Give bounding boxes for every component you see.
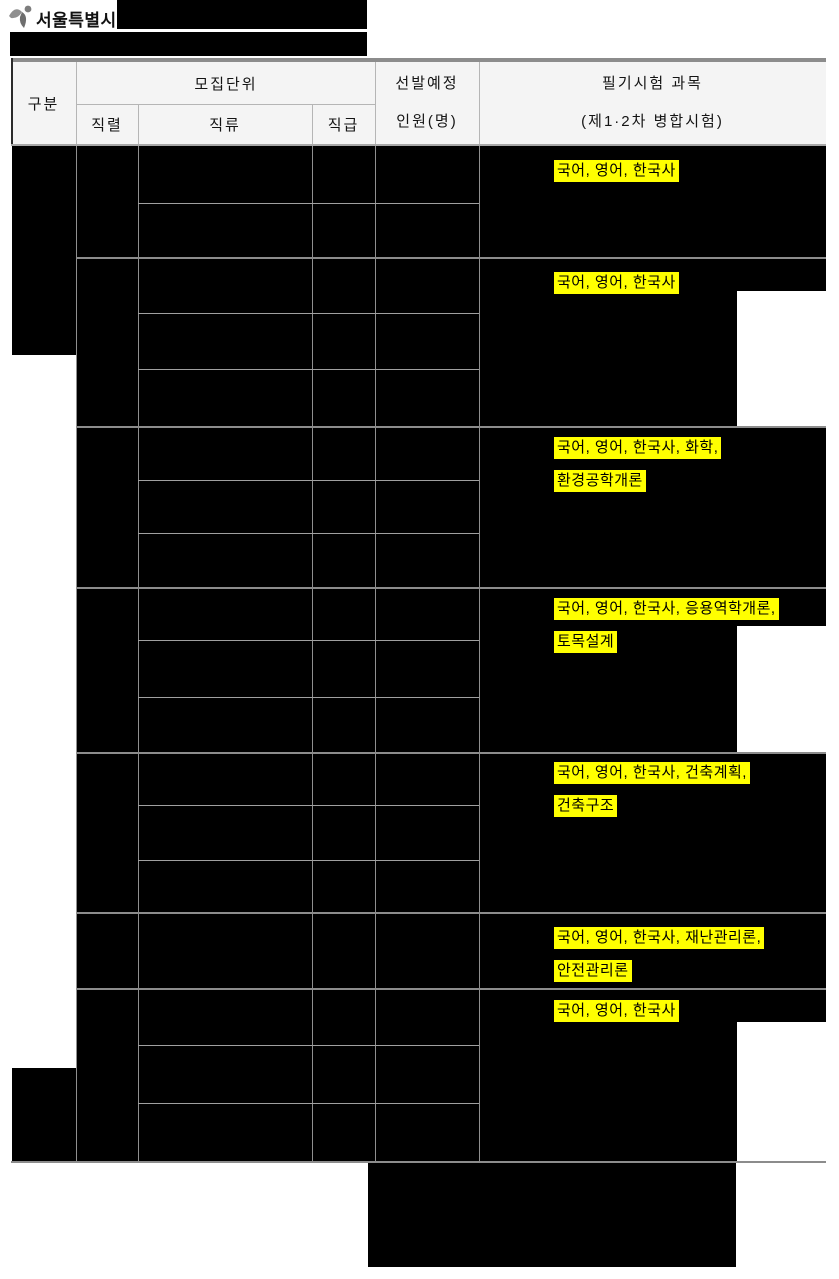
subject-highlight: 환경공학개론 <box>554 470 646 492</box>
header-vline-5 <box>312 105 313 144</box>
redaction-footer-block <box>368 1163 736 1267</box>
header-vline-2 <box>375 62 376 144</box>
header-divider-mojip <box>76 104 376 105</box>
subjects-group2: 국어, 영어, 한국사 <box>554 272 679 294</box>
header-vline-1 <box>76 62 77 144</box>
subject-highlight: 건축구조 <box>554 795 618 817</box>
grid-row-line <box>138 697 479 698</box>
subjects-group5-line1: 국어, 영어, 한국사, 건축계획, <box>554 762 750 784</box>
header-seonbal-line2: 인원(명) <box>396 113 458 130</box>
grid-group-line <box>76 426 826 428</box>
grid-group-line <box>76 257 826 259</box>
subjects-group4-line1: 국어, 영어, 한국사, 응용역학개론, <box>554 598 779 620</box>
subjects-group6-line2: 안전관리론 <box>554 960 632 982</box>
redaction-gubun-top <box>12 146 76 355</box>
header-mojip: 모집단위 <box>194 75 258 93</box>
subjects-group3-line2: 환경공학개론 <box>554 470 646 492</box>
header-jikryeol: 직렬 <box>91 116 123 134</box>
subject-highlight: 토목설계 <box>554 631 618 653</box>
redaction-gubun-bottom <box>12 1068 76 1161</box>
redaction-col-jikryu <box>139 146 312 1161</box>
header-pilgi: 필기시험 과목 (제1·2차 병합시험) <box>479 62 826 144</box>
grid-vline-3 <box>312 146 313 1161</box>
subject-highlight: 국어, 영어, 한국사, 건축계획, <box>554 762 750 784</box>
subjects-group7: 국어, 영어, 한국사 <box>554 1000 679 1022</box>
subjects-group1: 국어, 영어, 한국사 <box>554 160 679 182</box>
header-jikryu: 직류 <box>209 116 241 134</box>
redaction-subtitle-bar <box>10 32 367 56</box>
redaction-col-seonbal <box>376 146 479 1161</box>
grid-row-line <box>138 860 479 861</box>
subjects-group3-line1: 국어, 영어, 한국사, 화학, <box>554 437 722 459</box>
table-left-border <box>11 58 13 146</box>
grid-row-line <box>138 1045 479 1046</box>
subjects-group5-line2: 건축구조 <box>554 795 618 817</box>
grid-vline-1 <box>76 146 77 1161</box>
redaction-title-bar <box>117 0 367 29</box>
header-pilgi-line2: (제1·2차 병합시험) <box>581 113 724 130</box>
grid-row-line <box>138 369 479 370</box>
grid-vline-5 <box>479 146 480 1161</box>
subject-highlight: 국어, 영어, 한국사 <box>554 272 679 294</box>
subject-highlight: 국어, 영어, 한국사 <box>554 1000 679 1022</box>
subject-highlight: 국어, 영어, 한국사, 화학, <box>554 437 722 459</box>
grid-row-line <box>138 480 479 481</box>
grid-row-line <box>138 1103 479 1104</box>
subject-highlight: 안전관리론 <box>554 960 632 982</box>
header-pilgi-line1: 필기시험 과목 <box>602 75 703 92</box>
seoul-logo-text: 서울특별시 <box>36 11 117 30</box>
grid-row-line <box>138 313 479 314</box>
grid-group-line <box>76 988 826 990</box>
subject-highlight: 국어, 영어, 한국사, 재난관리론, <box>554 927 765 949</box>
grid-group-line <box>76 912 826 914</box>
header-bottom-border <box>11 144 826 146</box>
grid-row-line <box>138 533 479 534</box>
subject-highlight: 국어, 영어, 한국사 <box>554 160 679 182</box>
notch-group4 <box>737 626 826 752</box>
header-vline-3 <box>479 62 480 144</box>
grid-group-line <box>76 752 826 754</box>
header-seonbal: 선발예정 인원(명) <box>375 62 479 144</box>
grid-row-line <box>138 640 479 641</box>
subjects-group4-line2: 토목설계 <box>554 631 618 653</box>
header-vline-4 <box>138 105 139 144</box>
notch-group2 <box>737 291 826 426</box>
grid-group-line <box>76 587 826 589</box>
grid-row-line <box>138 805 479 806</box>
subjects-group6-line1: 국어, 영어, 한국사, 재난관리론, <box>554 927 765 949</box>
notch-group7 <box>737 1022 826 1161</box>
redaction-col-jikryeol <box>77 146 138 1161</box>
grid-vline-4 <box>375 146 376 1161</box>
header-gubun: 구분 <box>27 95 60 113</box>
grid-vline-2 <box>138 146 139 1161</box>
table-top-border <box>11 58 826 62</box>
seoul-logo-icon <box>9 5 32 28</box>
header-seonbal-line1: 선발예정 <box>395 75 459 92</box>
table-header-background <box>11 62 826 144</box>
table-bottom-border <box>11 1161 826 1163</box>
grid-row-line <box>138 203 479 204</box>
redaction-col-jikgeup <box>313 146 375 1161</box>
subject-highlight: 국어, 영어, 한국사, 응용역학개론, <box>554 598 779 620</box>
header-jikgeup: 직급 <box>327 116 360 134</box>
